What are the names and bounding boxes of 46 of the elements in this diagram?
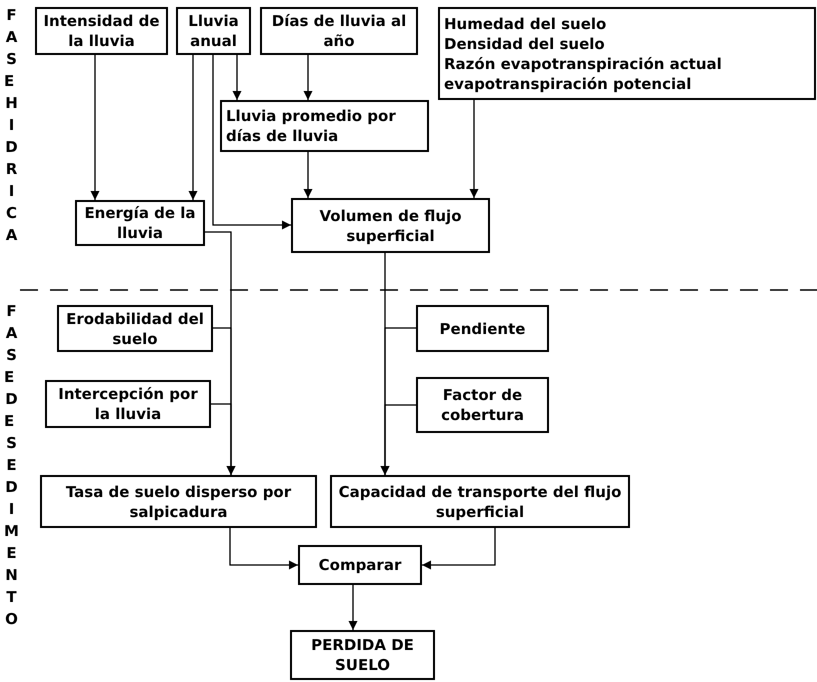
arrow	[380, 404, 416, 475]
box-text: Tasa de suelo disperso por salpicadura	[64, 482, 292, 522]
arrow	[212, 55, 291, 230]
box-text: Razón evapotranspiración actual evapotranspiración potencial	[444, 54, 723, 94]
phase-label: FASE HIDRICA	[4, 5, 19, 246]
box-text: Lluvia anual	[187, 11, 240, 51]
process-box	[220, 100, 429, 152]
process-box	[291, 198, 490, 253]
arrow	[422, 528, 496, 570]
arrow	[304, 55, 312, 100]
process-box	[260, 7, 418, 55]
arrow	[229, 528, 298, 570]
arrow	[188, 55, 198, 200]
box-text: Densidad del suelo	[444, 34, 605, 54]
process-box	[40, 475, 317, 528]
arrow	[211, 403, 236, 475]
arrow	[348, 585, 358, 630]
process-box	[290, 630, 435, 680]
box-text: Energía de la lluvia	[83, 203, 197, 243]
box-text: Días de lluvia al año	[270, 11, 408, 51]
process-box	[330, 475, 630, 528]
box-text: Erodabilidad del suelo	[65, 308, 205, 348]
arrow	[470, 100, 478, 198]
process-box	[438, 7, 816, 100]
phase-label: FASE DE SEDIMENTO	[4, 301, 19, 630]
box-text: Intensidad de la lluvia	[42, 11, 161, 51]
process-box	[298, 545, 422, 585]
arrow	[90, 55, 100, 200]
process-box	[57, 305, 213, 352]
process-box	[416, 305, 549, 352]
box-text: PERDIDA DE SUELO	[310, 635, 415, 675]
process-box	[176, 7, 251, 55]
box-text: Factor de cobertura	[440, 385, 525, 425]
process-box	[75, 200, 205, 246]
box-text: Comparar	[318, 555, 402, 575]
process-box	[35, 7, 168, 55]
arrow	[304, 152, 312, 198]
box-text: Humedad del suelo	[444, 14, 606, 34]
box-text: Capacidad de transporte del flujo superficial	[338, 482, 622, 522]
box-text: Volumen de flujo superficial	[318, 206, 462, 246]
process-box	[416, 377, 549, 433]
arrow	[232, 55, 242, 100]
process-box	[45, 380, 211, 428]
box-text: Pendiente	[440, 318, 526, 338]
box-text: Intercepción por la lluvia	[57, 384, 199, 424]
box-text: Lluvia promedio por días de lluvia	[226, 106, 397, 146]
